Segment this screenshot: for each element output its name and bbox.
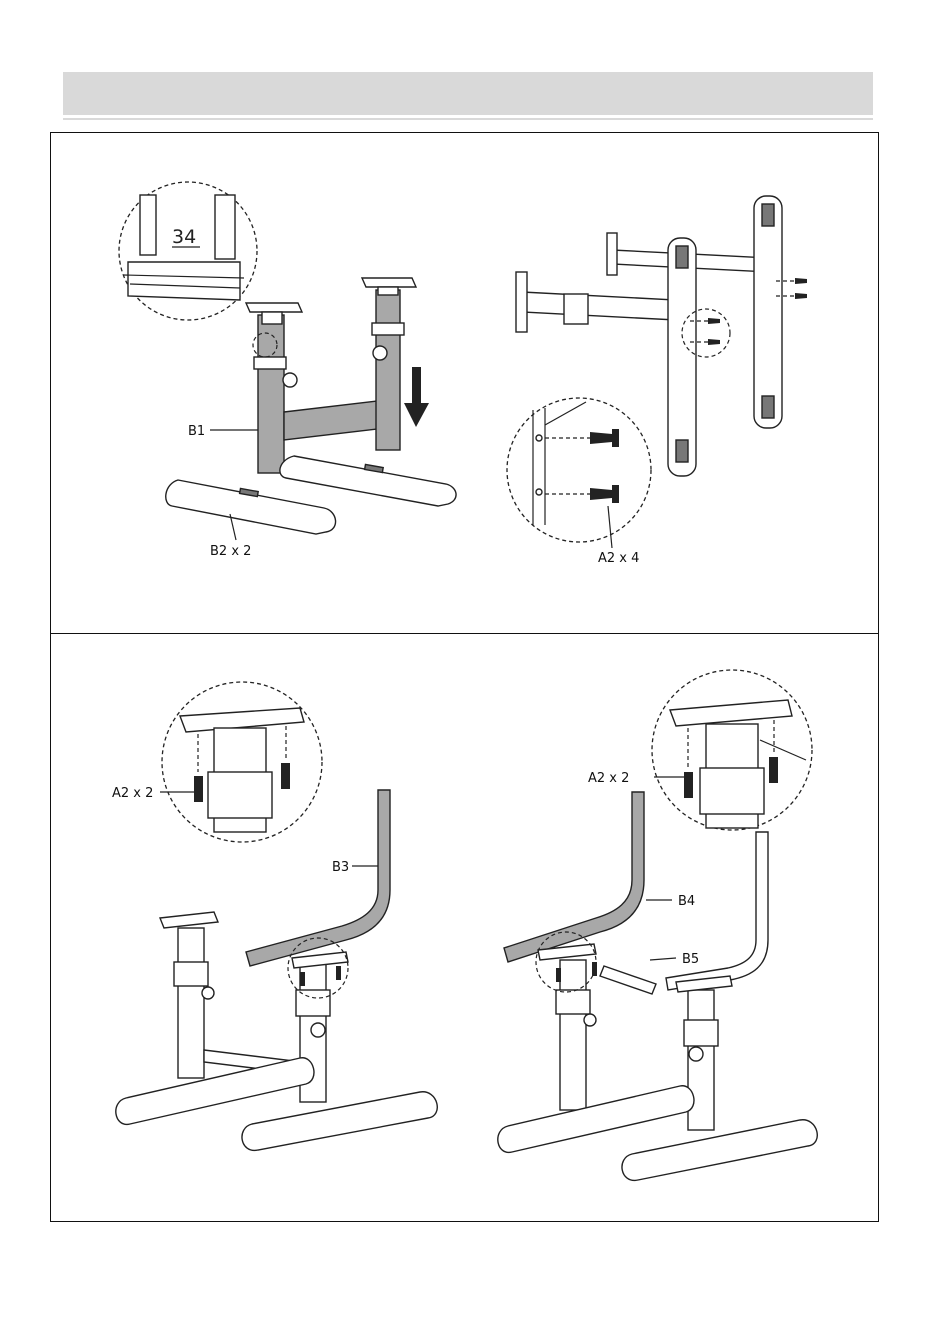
- side-frame-assembly: [507, 196, 807, 548]
- foot-front-step2: [242, 1092, 437, 1151]
- label-b5: B5: [682, 952, 699, 967]
- tube-b4: [504, 792, 644, 962]
- knob-right: [373, 346, 387, 360]
- label-b1: B1: [188, 424, 205, 439]
- step2-left-assembly: [116, 682, 437, 1150]
- label-a2-step2-left: A2 x 2: [112, 786, 153, 801]
- label-b2: B2 x 2: [210, 544, 251, 559]
- foot-back: [280, 456, 456, 506]
- top-bracket-left: [246, 303, 302, 312]
- zoom-height-number: 34: [172, 226, 196, 248]
- leader-b5: [650, 958, 676, 960]
- foot-back-step2: [116, 1058, 314, 1125]
- stand-column-back: [178, 928, 204, 1078]
- column-sleeve-left: [254, 357, 286, 369]
- leg-column-left: [258, 315, 284, 473]
- knob-left: [283, 373, 297, 387]
- tube-b5: [600, 966, 656, 994]
- top-bracket-right: [362, 278, 416, 287]
- label-b4: B4: [678, 894, 695, 909]
- foot-back-step2-right: [498, 1086, 694, 1153]
- crossbar: [284, 400, 386, 440]
- step2-right-assembly: [498, 670, 817, 1180]
- upright-rear: [754, 196, 782, 428]
- leg-column-right: [376, 290, 400, 450]
- sleeve-lower: [564, 294, 588, 324]
- bar-lower: [522, 292, 676, 320]
- label-a2-step2-right: A2 x 2: [588, 771, 629, 786]
- down-arrow-icon: [404, 367, 429, 427]
- stand-column-back-right: [560, 960, 586, 1110]
- bracket-lower: [516, 272, 527, 332]
- column-sleeve-right: [372, 323, 404, 335]
- bracket-upper: [607, 233, 617, 275]
- label-b3: B3: [332, 860, 349, 875]
- label-a2-step1: A2 x 4: [598, 551, 639, 566]
- foot-front-step2-right: [622, 1120, 817, 1181]
- frame-b1-assembly: [119, 182, 456, 540]
- detail-zoom-circle-screws: [507, 398, 651, 542]
- foot-front: [166, 480, 336, 534]
